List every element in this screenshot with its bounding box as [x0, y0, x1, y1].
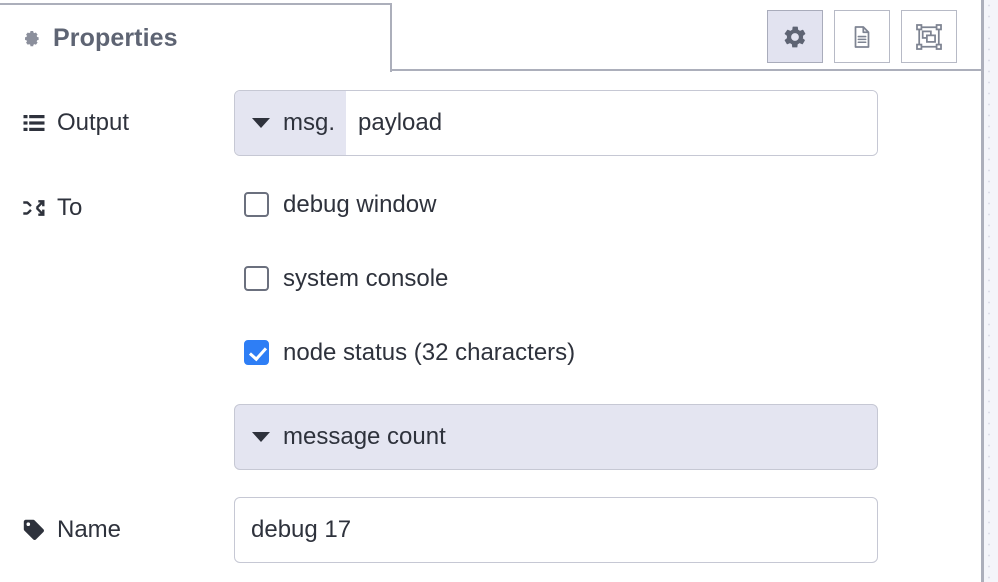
list-icon — [23, 115, 45, 131]
name-input[interactable] — [234, 497, 878, 563]
checkbox-system-console-label: system console — [283, 264, 449, 292]
panel-header: Properties — [0, 0, 981, 72]
document-icon — [854, 25, 870, 48]
output-label-text: Output — [57, 109, 130, 136]
gear-icon — [25, 30, 39, 46]
checkbox-debug-window-label: debug window — [283, 190, 437, 218]
output-typed-input[interactable]: msg. payload — [234, 90, 878, 156]
status-type-value: message count — [283, 423, 446, 450]
checkbox-node-status-box[interactable] — [244, 340, 269, 365]
appearance-icon — [916, 23, 942, 50]
checkbox-system-console-box[interactable] — [244, 266, 269, 291]
appearance-button[interactable] — [901, 10, 957, 63]
properties-button[interactable] — [767, 10, 823, 63]
name-label-text: Name — [57, 516, 122, 543]
description-button[interactable] — [834, 10, 890, 63]
checkbox-node-status[interactable]: node status (32 characters) — [244, 340, 575, 365]
header-button-group — [767, 10, 957, 63]
tag-icon — [23, 519, 44, 540]
tabbar-underline — [391, 69, 981, 71]
checkbox-debug-window-box[interactable] — [244, 192, 269, 217]
checkbox-system-console[interactable]: system console — [244, 266, 448, 291]
status-type-select[interactable]: message count — [234, 404, 878, 470]
panel-scroll-gutter[interactable] — [984, 0, 998, 582]
panel-title: Properties — [53, 24, 178, 52]
shuffle-icon — [23, 200, 45, 216]
panel-right-border — [981, 0, 984, 582]
output-property-input[interactable]: payload — [346, 91, 877, 155]
tab-properties[interactable]: Properties — [0, 3, 392, 72]
name-label: Name — [22, 518, 121, 542]
to-label-text: To — [57, 194, 83, 221]
caret-down-icon — [252, 432, 270, 442]
form-row-output: Output msg. payload — [0, 90, 981, 156]
form-row-name: Name — [0, 497, 981, 563]
output-type-label: msg. — [283, 109, 336, 136]
checkbox-debug-window[interactable]: debug window — [244, 192, 436, 217]
gear-icon — [784, 26, 806, 47]
output-label: Output — [22, 111, 129, 135]
to-label: To — [22, 196, 82, 220]
checkbox-node-status-label: node status (32 characters) — [283, 338, 576, 366]
caret-down-icon — [252, 118, 270, 128]
form-row-to: To debug window system console node stat… — [0, 176, 981, 576]
output-type-select[interactable]: msg. — [235, 91, 346, 155]
